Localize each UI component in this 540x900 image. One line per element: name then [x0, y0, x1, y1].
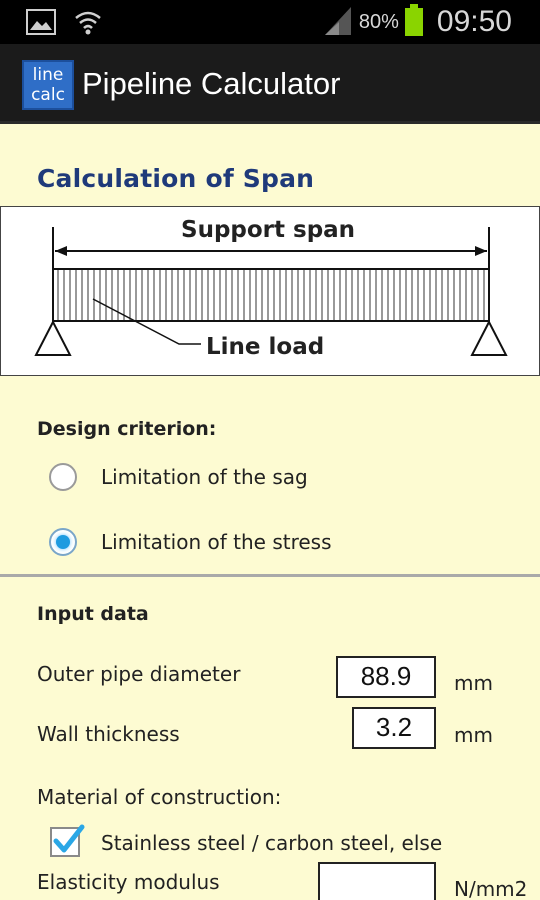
system-indicators: 80% 09:50	[323, 4, 512, 40]
action-bar: line calc Pipeline Calculator	[0, 44, 540, 124]
checkmark-icon	[53, 824, 85, 853]
app-logo[interactable]: line calc	[22, 60, 74, 110]
outer-diameter-input[interactable]: 88.9	[336, 656, 436, 698]
wall-thickness-unit: mm	[454, 723, 493, 747]
outer-diameter-unit: mm	[454, 671, 493, 695]
logo-line1: line	[32, 65, 64, 85]
page-title: Calculation of Span	[37, 164, 315, 193]
app-title: Pipeline Calculator	[82, 66, 341, 101]
outer-diameter-label: Outer pipe diameter	[37, 662, 241, 686]
radio-stress[interactable]	[49, 528, 77, 556]
design-criterion-label: Design criterion:	[37, 418, 217, 440]
wall-thickness-label: Wall thickness	[37, 722, 180, 746]
battery-percent: 80%	[358, 10, 399, 33]
wall-thickness-input[interactable]: 3.2	[352, 707, 436, 749]
signal-icon	[323, 4, 353, 40]
notification-icons	[26, 8, 102, 40]
material-checkbox[interactable]	[50, 824, 85, 857]
span-diagram-graphic	[34, 227, 508, 356]
wifi-icon	[74, 8, 102, 40]
span-diagram: Support span Line load	[0, 206, 540, 376]
status-bar: 80% 09:50	[0, 0, 540, 44]
radio-sag[interactable]	[49, 463, 77, 491]
image-icon	[26, 9, 56, 39]
input-data-heading: Input data	[37, 603, 149, 625]
material-label: Material of construction:	[37, 785, 282, 809]
support-span-label: Support span	[181, 217, 356, 243]
battery-icon	[404, 4, 423, 40]
logo-line2: calc	[31, 85, 65, 105]
elasticity-unit: N/mm2	[454, 877, 528, 900]
elasticity-input[interactable]	[318, 862, 436, 900]
section-divider	[0, 574, 540, 577]
elasticity-label: Elasticity modulus	[37, 870, 220, 894]
line-load-label: Line load	[206, 334, 325, 360]
radio-sag-label[interactable]: Limitation of the sag	[101, 465, 308, 489]
material-checkbox-label[interactable]: Stainless steel / carbon steel, else	[101, 831, 443, 855]
clock: 09:50	[436, 5, 512, 38]
radio-stress-label[interactable]: Limitation of the stress	[101, 530, 332, 554]
